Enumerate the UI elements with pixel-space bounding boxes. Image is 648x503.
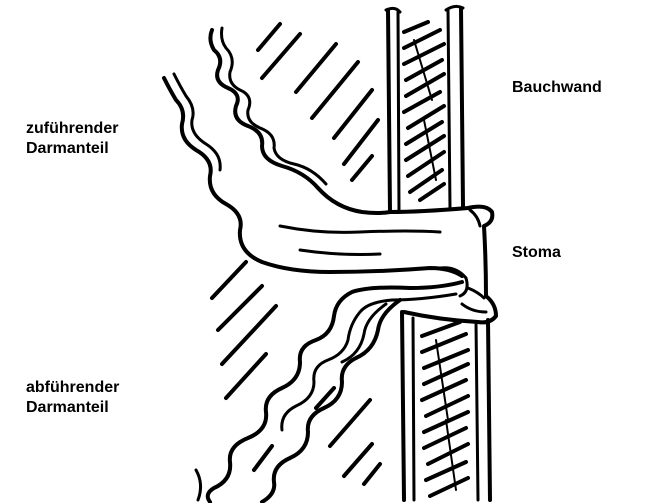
label-abfuehrender-line2: Darmanteil	[26, 398, 119, 418]
label-zufuehrender-line1: zuführender	[26, 119, 118, 139]
label-zufuehrender-line2: Darmanteil	[26, 139, 118, 159]
stoma-protrusion	[390, 207, 496, 323]
abdominal-wall-upper	[386, 6, 463, 212]
label-zufuehrender-darmanteil: zuführender Darmanteil	[26, 119, 118, 159]
abdominal-wall-lower	[402, 312, 490, 500]
label-abfuehrender-darmanteil: abführender Darmanteil	[26, 378, 119, 418]
label-bauchwand: Bauchwand	[512, 78, 602, 98]
label-stoma: Stoma	[512, 243, 561, 263]
wall-hatching-upper	[404, 22, 444, 200]
wall-hatching-lower	[422, 322, 468, 496]
label-abfuehrender-line1: abführender	[26, 378, 119, 398]
